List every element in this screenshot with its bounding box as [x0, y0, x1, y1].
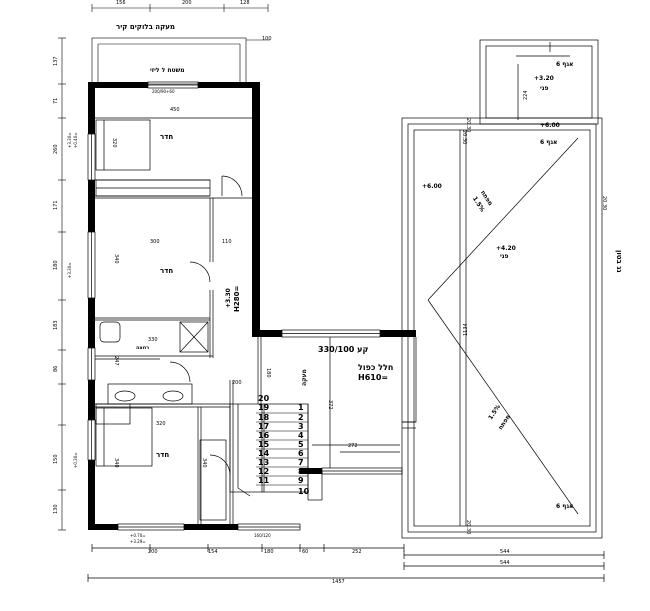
roof-dim-6: 20.30 [461, 130, 467, 145]
stair-step-11: 11 [258, 476, 270, 485]
bottom-dim-1: 200 [148, 549, 158, 555]
left-dim-2: 71 [53, 97, 59, 104]
stair-step-14: 14 [258, 449, 270, 458]
left-dim-9: 130 [53, 504, 59, 514]
bottom-dim-4: 60 [302, 549, 309, 555]
stair-step-16: 16 [258, 431, 270, 440]
room3-height: 247 [113, 356, 119, 366]
roof-slope-lower-pct: 1.5% [487, 403, 503, 422]
balcony-title: מעקה בלוקים קיר [116, 23, 175, 31]
void-label: משטח ל ליזי [150, 67, 185, 74]
stair-step-12: 12 [258, 467, 270, 476]
roof-dim-5: 1134 [463, 323, 469, 336]
roof-dim-2: 224 [523, 90, 529, 100]
stair-step-8: 8 [298, 467, 304, 476]
left-small-1: +3.30= [67, 132, 72, 148]
stair-step-13: 13 [258, 458, 270, 467]
room3-width: 330 [148, 337, 158, 343]
left-small-4: +0.30= [73, 452, 78, 468]
h-mark-1: +3.30 [225, 288, 232, 308]
roof-side-label: גג בטון [615, 250, 623, 273]
left-dim-8: 150 [53, 454, 59, 464]
bottom-dim-5: 252 [352, 549, 362, 555]
roof-top-label-4: +6.00 [540, 122, 560, 129]
left-small-2: +0.40= [73, 132, 78, 148]
roof-elev-3: פני [500, 253, 509, 260]
bottom-window: 160/120 [254, 533, 271, 538]
roof-top-label-5: אגף 6 [540, 139, 558, 146]
stair-step-5: 5 [298, 440, 304, 449]
stair-step-9: 9 [298, 476, 304, 485]
room4-depth: 340 [201, 458, 207, 468]
stair-step-7: 7 [298, 458, 304, 467]
stair-label: מעקה [301, 369, 308, 386]
dim-372: 372 [327, 400, 333, 410]
left-dim-4: 171 [53, 200, 59, 210]
roof-top-label-2: +3.20 [534, 75, 554, 82]
roof-dim-4: 20.30 [465, 520, 471, 535]
stair-step-1: 1 [298, 403, 304, 412]
dim-180: 180 [265, 368, 271, 378]
left-dim-6: 183 [53, 320, 59, 330]
room3-name: רחצה [136, 345, 150, 351]
left-small-3: +3.30= [67, 262, 72, 278]
stair-step-4: 4 [298, 431, 304, 440]
overall-right: 544 [500, 560, 510, 566]
stair-step-17: 17 [258, 422, 270, 431]
roof-bottom-label: אגף 6 [556, 503, 574, 510]
void-height-label: חלל כפול [358, 363, 394, 372]
top-dim-2: 200 [182, 0, 192, 6]
overall-dim: 1457 [332, 579, 345, 585]
gallery-label: קע 330/100 [318, 345, 369, 354]
stair-step-3: 3 [298, 422, 304, 431]
left-dim-7: 86 [53, 365, 59, 372]
stair-step-10: 10 [298, 487, 310, 496]
bottom-dim-3: 180 [264, 549, 274, 555]
dim-200: 200 [232, 380, 242, 386]
top-right-dim: 100 [262, 36, 272, 42]
bottom-dim-2: 154 [208, 549, 218, 555]
left-dim-1: 137 [53, 56, 59, 66]
room2-name: חדר [160, 267, 174, 275]
roof-slope-lower: מפתח [497, 413, 513, 432]
stair-step-19: 19 [258, 403, 270, 412]
room2-width: 300 [150, 239, 160, 245]
roof-elev-1: +6.00 [422, 183, 442, 190]
stair-step-18: 18 [258, 413, 270, 422]
bottom-small-2: +3.29= [130, 539, 146, 544]
dim-272: 272 [348, 443, 358, 449]
roof-elev-2: +4.20 [496, 245, 516, 252]
h-mark-2: H280= [233, 285, 241, 312]
stair-step-15: 15 [258, 440, 270, 449]
roof-top-label-1: אגף 6 [556, 61, 574, 68]
left-dim-5: 180 [53, 260, 59, 270]
room4-name: חדר [156, 451, 170, 459]
void-height: H610= [358, 373, 389, 382]
roof-top-label-3: פני [540, 85, 549, 92]
bottom-small-1: +0.70= [130, 533, 146, 538]
roof-dim-3: 20.30 [601, 196, 607, 211]
stair-step-20: 20 [258, 394, 270, 403]
dim-450: 450 [170, 107, 180, 113]
room1-width: 320 [111, 138, 117, 148]
stair-step-6: 6 [298, 449, 304, 458]
room2-side: 110 [222, 239, 232, 245]
top-dim-3: 128 [240, 0, 250, 6]
stair-step-2: 2 [298, 413, 304, 422]
room2-height: 340 [113, 254, 119, 264]
left-dim-3: 260 [53, 144, 59, 154]
bottom-dim-6: 544 [500, 549, 510, 555]
room4-height: 340 [113, 458, 119, 468]
room1-name: חדר [160, 133, 174, 141]
top-dim-1: 156 [116, 0, 126, 6]
window-label-1: 200/90+60 [152, 89, 175, 94]
room4-width: 320 [156, 421, 166, 427]
